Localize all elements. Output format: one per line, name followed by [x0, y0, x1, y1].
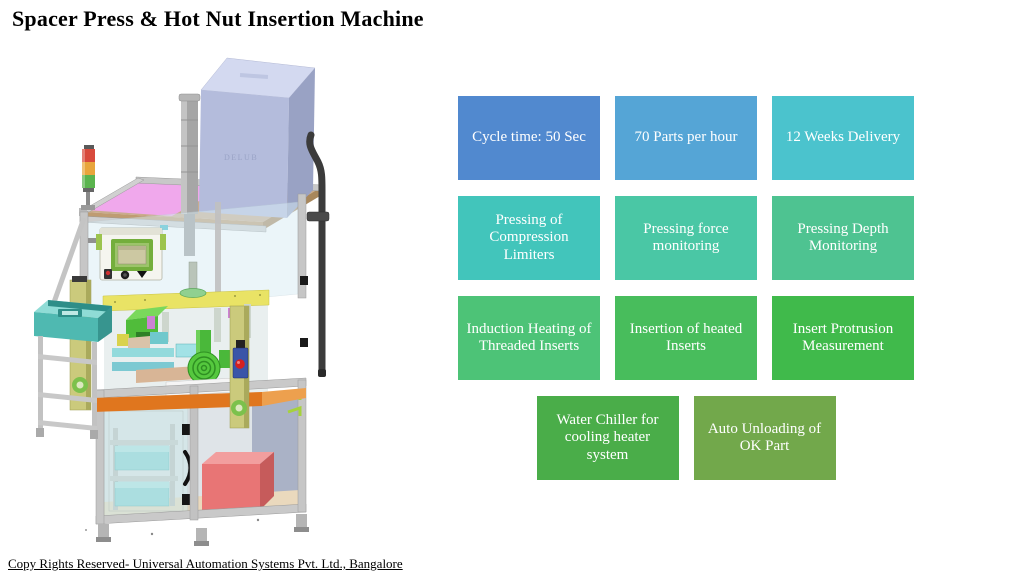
feature-tile: Water Chiller for cooling heater system [536, 396, 679, 480]
feature-tile: Insert Protrusion Measurement [772, 296, 914, 380]
feature-tile-label: Pressing Depth Monitoring [797, 220, 889, 254]
feature-tile-label: 70 Parts per hour [634, 129, 738, 146]
signal-tower-light [81, 145, 95, 210]
red-bin [202, 452, 274, 510]
tile-row: Pressing of Compression Limiters Pressing… [458, 196, 914, 280]
work-cell [102, 261, 270, 404]
lower-cabinet [85, 338, 309, 546]
copyright-link[interactable]: Copy Rights Reserved- Universal Automati… [8, 556, 403, 571]
cabinet-brand-label: DELUB [224, 153, 258, 162]
signal-red-segment [82, 149, 95, 162]
tile-row: Cycle time: 50 Sec 70 Parts per hour 12 We… [458, 96, 914, 180]
feature-tile-label: Pressing force monitoring [643, 220, 729, 254]
cabinet-glass-door [103, 405, 189, 517]
machine-feet [96, 514, 309, 546]
feature-tile-label: Insert Protrusion Measurement [792, 320, 894, 354]
machine-cad-image: DELUB [34, 57, 330, 546]
feature-tile: Cycle time: 50 Sec [458, 96, 600, 180]
feature-tile-label: Water Chiller for cooling heater system [556, 411, 659, 463]
orange-table-band [92, 392, 262, 412]
feature-tile: 12 Weeks Delivery [772, 96, 914, 180]
tile-row: Induction Heating of Threaded Inserts Ins… [458, 296, 914, 380]
tile-row: Water Chiller for cooling heater system A… [458, 396, 914, 480]
feature-tile-label: Induction Heating of Threaded Inserts [466, 320, 592, 354]
feature-tile: Insertion of heated Inserts [615, 296, 757, 380]
panel-selector [137, 271, 147, 278]
door-hinge [182, 494, 191, 505]
feature-tile-label: Pressing of Compression Limiters [489, 211, 569, 263]
page-title: Spacer Press & Hot Nut Insertion Machine [12, 6, 424, 31]
feature-grid: Cycle time: 50 Sec 70 Parts per hour 12 We… [458, 96, 914, 480]
feature-tile-label: 12 Weeks Delivery [785, 129, 901, 146]
left-conveyor [34, 217, 112, 439]
feature-tile-label: Auto Unloading of OK Part [707, 420, 822, 454]
feature-tile: Auto Unloading of OK Part [693, 396, 836, 480]
feature-tile-label: Cycle time: 50 Sec [472, 129, 586, 146]
door-hinge [182, 424, 191, 435]
emergency-stop-button [235, 359, 245, 369]
feature-tile: Pressing of Compression Limiters [458, 196, 600, 280]
feature-tile-label: Insertion of heated Inserts [629, 320, 743, 354]
machine-illustration: DELUB [0, 50, 400, 550]
feature-tile: Pressing force monitoring [615, 196, 757, 280]
panel-red-indicator [105, 270, 111, 276]
cable-hose [306, 131, 330, 377]
signal-amber-segment [82, 162, 95, 175]
orange-table-band [262, 388, 306, 406]
signal-green-segment [82, 175, 95, 188]
feature-tile: Induction Heating of Threaded Inserts [458, 296, 600, 380]
control-panel [88, 227, 166, 281]
top-cabinet-box: DELUB [199, 57, 316, 218]
hose-clamp [306, 211, 330, 222]
feature-tile: 70 Parts per hour [615, 96, 757, 180]
green-clip-handle [287, 405, 302, 416]
feature-tile: Pressing Depth Monitoring [772, 196, 914, 280]
